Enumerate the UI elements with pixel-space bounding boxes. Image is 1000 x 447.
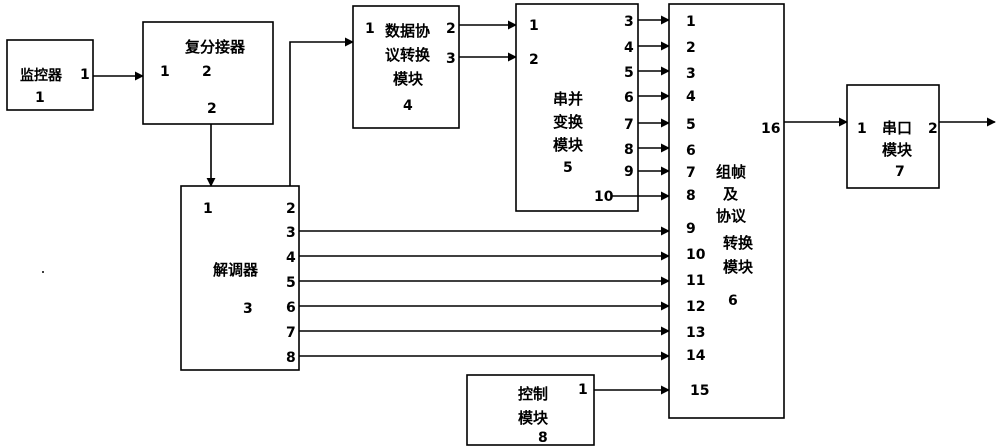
protocol-converter-block: 1 数据协 议转换 模块 4 2 3	[353, 6, 459, 128]
stray-dot	[42, 271, 44, 273]
monitor-port-1: 1	[80, 67, 90, 83]
demod-number: 3	[243, 301, 253, 317]
sp-port-2: 2	[529, 52, 539, 68]
framer-port-11: 11	[686, 273, 705, 289]
monitor-label: 监控器	[20, 67, 63, 84]
arrow-demod-to-protocol	[290, 42, 353, 186]
framer-label-line4: 转换	[723, 234, 754, 252]
demod-label: 解调器	[213, 261, 259, 279]
framer-port-8: 8	[686, 188, 696, 204]
framer-block: 1 2 3 4 5 6 7 8 9 10 11 12 13 14 15 组帧 及…	[669, 4, 784, 418]
control-block: 控制 模块 8 1	[467, 375, 594, 446]
framer-label-line1: 组帧	[716, 163, 746, 181]
framer-port-6: 6	[686, 143, 696, 159]
framer-label-line2: 及	[723, 185, 739, 203]
serial-label-line1: 串口	[882, 119, 912, 137]
framer-port-3: 3	[686, 66, 696, 82]
framer-port-7: 7	[686, 165, 696, 181]
sp-port-8: 8	[624, 142, 634, 158]
protocol-label-line3: 模块	[393, 70, 424, 88]
demux-block: 复分接器 2 1 2	[143, 22, 273, 124]
protocol-port-2: 2	[446, 21, 456, 37]
framer-port-15: 15	[690, 383, 709, 399]
serial-port-block: 1 串口 模块 7 2	[847, 85, 939, 188]
demux-number: 2	[202, 64, 212, 80]
framer-port-2: 2	[686, 40, 696, 56]
demod-port-6: 6	[286, 300, 296, 316]
framer-port-9: 9	[686, 221, 696, 237]
sp-port-7: 7	[624, 117, 634, 133]
framer-port-10: 10	[686, 247, 706, 263]
sp-port-5: 5	[624, 65, 634, 81]
sp-label-line1: 串并	[553, 90, 583, 108]
sp-label-line2: 变换	[553, 113, 584, 131]
framer-port-13: 13	[686, 325, 705, 341]
demod-port-8: 8	[286, 350, 296, 366]
control-label-line1: 控制	[518, 385, 548, 403]
sp-label-line3: 模块	[553, 136, 584, 154]
framer-port-4: 4	[686, 89, 696, 105]
framer-number: 6	[728, 293, 738, 309]
sp-port-10: 10	[594, 189, 614, 205]
sp-port-4: 4	[624, 40, 634, 56]
sp-number: 5	[563, 160, 573, 176]
serial-number: 7	[895, 164, 905, 180]
demod-port-5: 5	[286, 275, 296, 291]
monitor-number: 1	[35, 90, 45, 106]
protocol-port-1: 1	[365, 21, 375, 37]
serial-port-2: 2	[928, 121, 938, 137]
demod-port-2: 2	[286, 201, 296, 217]
framer-port-12: 12	[686, 299, 705, 315]
demod-port-1: 1	[203, 201, 213, 217]
demodulator-block: 1 解调器 3 2 3 4 5 6 7 8	[181, 186, 299, 370]
serial-parallel-block: 1 2 串并 变换 模块 5 3 4 5 6 7 8 9 10	[516, 4, 638, 211]
demux-port-2: 2	[207, 101, 217, 117]
sp-port-9: 9	[624, 164, 634, 180]
demod-port-3: 3	[286, 225, 296, 241]
framer-port-5: 5	[686, 117, 696, 133]
sp-port-1: 1	[529, 18, 539, 34]
framer-port-14: 14	[686, 348, 706, 364]
sp-port-3: 3	[624, 14, 634, 30]
serial-port-1: 1	[857, 121, 867, 137]
framer-port-16: 16	[761, 121, 780, 137]
demux-port-1: 1	[160, 64, 170, 80]
protocol-label-line1: 数据协	[385, 22, 430, 40]
control-label-line2: 模块	[518, 409, 549, 427]
protocol-number: 4	[403, 98, 413, 114]
control-number: 8	[538, 430, 548, 446]
sp-port-6: 6	[624, 90, 634, 106]
framer-label-line3: 协议	[716, 207, 747, 225]
control-port-1: 1	[578, 382, 588, 398]
serial-label-line2: 模块	[882, 141, 913, 159]
framer-label-line5: 模块	[723, 258, 754, 276]
demux-label: 复分接器	[184, 38, 246, 56]
protocol-port-3: 3	[446, 51, 456, 67]
demod-port-7: 7	[286, 325, 296, 341]
demod-port-4: 4	[286, 250, 296, 266]
monitor-block: 监控器 1 1	[7, 40, 93, 110]
protocol-label-line2: 议转换	[385, 46, 431, 64]
framer-port-1: 1	[686, 14, 696, 30]
